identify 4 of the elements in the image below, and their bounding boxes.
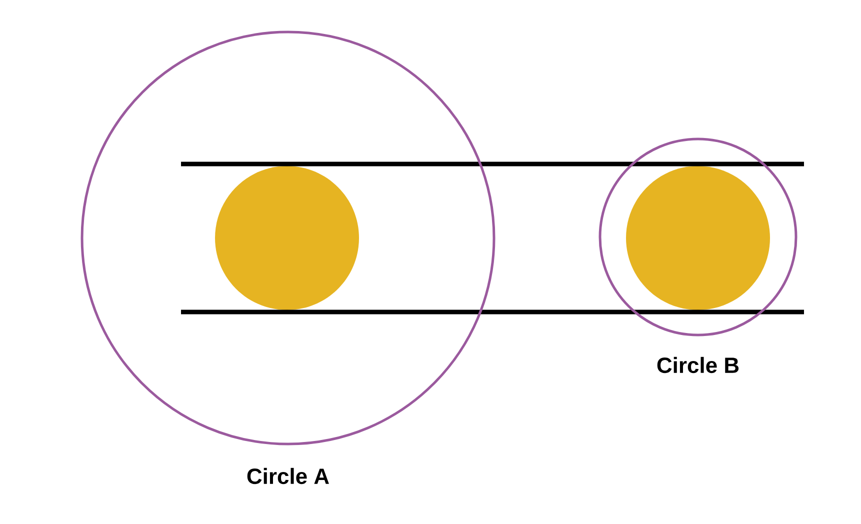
circle-label: Circle A [247, 468, 329, 484]
filled-circle [626, 166, 770, 310]
circle-label: Circle B [657, 356, 739, 374]
filled-circle [215, 166, 359, 310]
